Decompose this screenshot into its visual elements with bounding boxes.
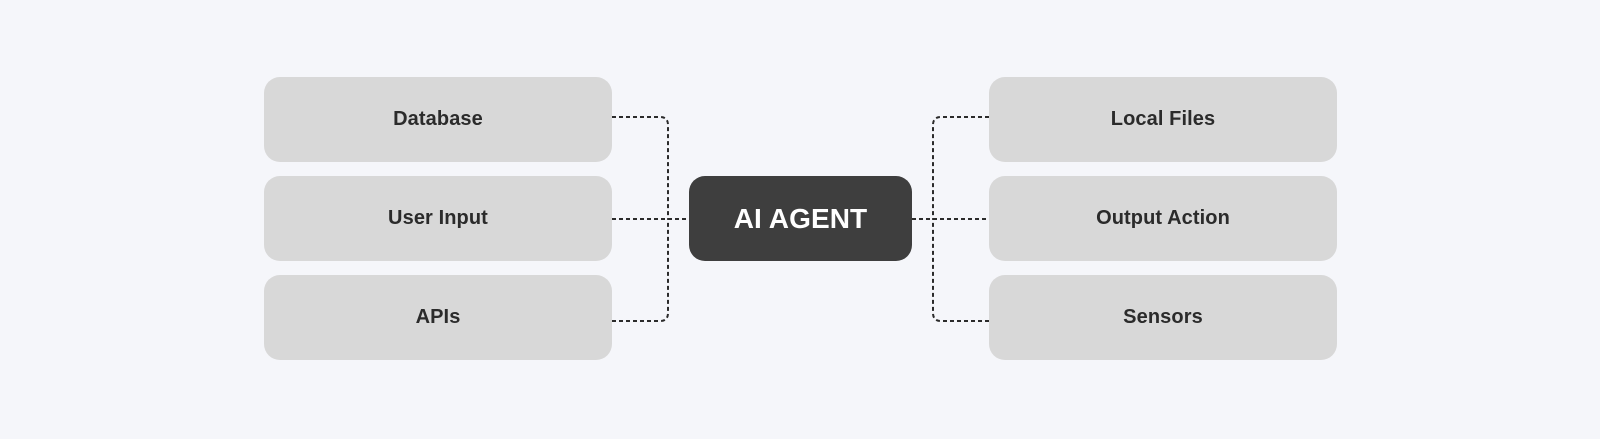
output-node-label: Local Files <box>1110 108 1216 130</box>
input-node-label: Database <box>393 108 483 130</box>
connector-apis <box>612 219 669 322</box>
output-node-label: Output Action <box>1096 207 1230 229</box>
input-node-user-input: User Input <box>264 176 612 261</box>
connector-sensors <box>932 219 989 322</box>
output-node-label: Sensors <box>1123 306 1203 328</box>
connector-database <box>612 116 669 219</box>
input-node-database: Database <box>264 77 612 162</box>
output-node-output-action: Output Action <box>989 176 1337 261</box>
center-node-label: AI AGENT <box>733 202 868 234</box>
input-node-label: User Input <box>388 207 488 229</box>
input-node-apis: APIs <box>264 275 612 360</box>
connector-local-files <box>932 116 989 219</box>
output-node-local-files: Local Files <box>989 77 1337 162</box>
center-node-ai-agent: AI AGENT <box>689 176 912 261</box>
output-node-sensors: Sensors <box>989 275 1337 360</box>
input-node-label: APIs <box>415 306 461 328</box>
